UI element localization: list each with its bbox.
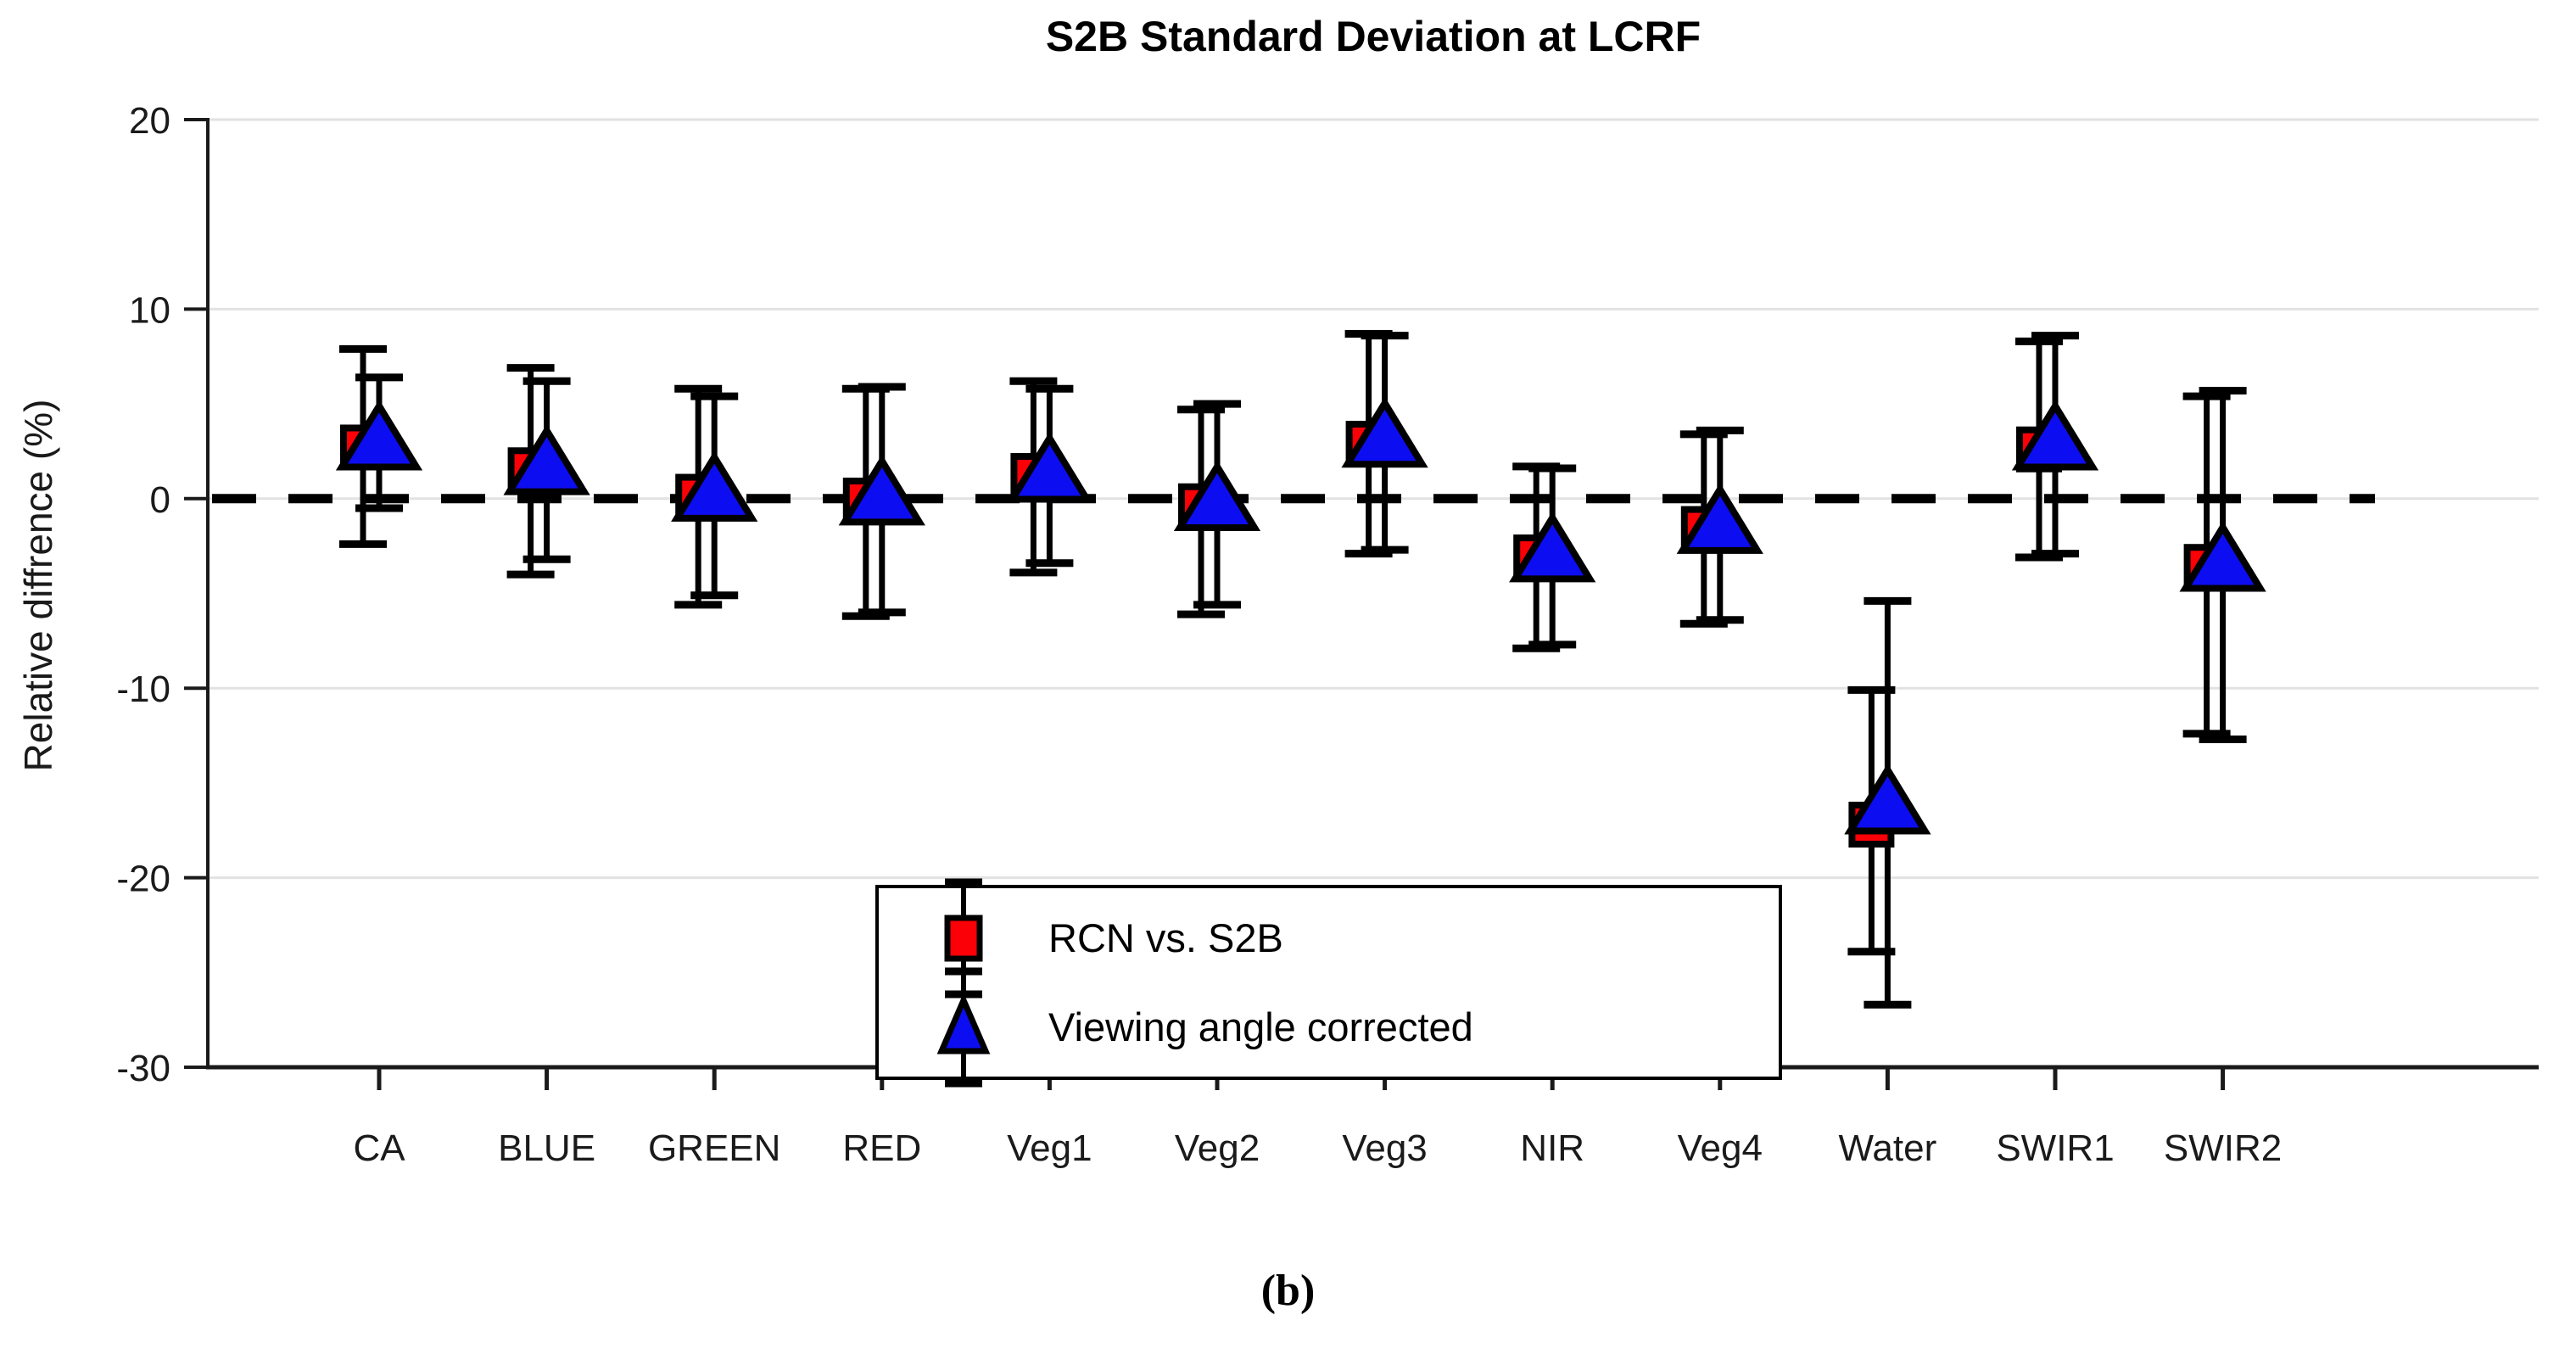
legend-row-vac: Viewing angle corrected <box>879 967 1779 1087</box>
y-tick-label: 10 <box>129 289 170 331</box>
x-tick-label: RED <box>842 1127 921 1169</box>
marker-triangle <box>2179 520 2266 592</box>
marker-triangle <box>838 454 925 526</box>
x-tick-label: NIR <box>1520 1127 1584 1169</box>
y-tick-label: -30 <box>116 1048 170 1089</box>
marker-triangle <box>1509 511 1596 583</box>
x-tick-label: GREEN <box>648 1127 780 1169</box>
errorbar-triangle-icon <box>879 963 1048 1092</box>
x-tick-label: Veg2 <box>1175 1127 1260 1169</box>
chart-title: S2B Standard Deviation at LCRF <box>1045 13 1702 60</box>
x-tick-label: Veg1 <box>1007 1127 1092 1169</box>
x-tick-label: BLUE <box>498 1127 595 1169</box>
x-tick-label: Veg3 <box>1342 1127 1427 1169</box>
marker-triangle <box>1676 483 1763 554</box>
y-tick-label: 20 <box>129 100 170 142</box>
x-tick-label: Water <box>1839 1127 1937 1169</box>
x-tick-label: Veg4 <box>1678 1127 1763 1169</box>
legend-square-marker <box>944 915 983 961</box>
marker-triangle <box>1006 431 1093 503</box>
marker-triangle <box>671 450 758 522</box>
x-tick-label: SWIR1 <box>1996 1127 2114 1169</box>
legend-label-rcn: RCN vs. S2B <box>1048 915 1283 960</box>
legend: RCN vs. S2B Viewing angle corrected <box>875 878 1782 1087</box>
marker-triangle <box>2011 399 2099 471</box>
y-axis-label: Relative diffrence (%) <box>16 399 60 772</box>
legend-label-vac: Viewing angle corrected <box>1048 1004 1473 1049</box>
x-tick-label: CA <box>353 1127 405 1169</box>
marker-triangle <box>503 423 590 495</box>
figure-caption: (b) <box>1260 1267 1316 1315</box>
legend-triangle-marker <box>936 992 991 1054</box>
x-tick-label: SWIR2 <box>2164 1127 2282 1169</box>
markers-layer <box>335 396 2266 848</box>
marker-triangle <box>335 399 423 471</box>
y-tick-label: -20 <box>116 859 170 900</box>
y-tick-label: -10 <box>116 669 170 710</box>
marker-triangle <box>1173 460 1261 532</box>
legend-row-rcn: RCN vs. S2B <box>879 878 1779 998</box>
y-tick-label: 0 <box>150 479 170 521</box>
marker-triangle <box>1844 763 1931 835</box>
marker-triangle <box>1341 396 1428 468</box>
